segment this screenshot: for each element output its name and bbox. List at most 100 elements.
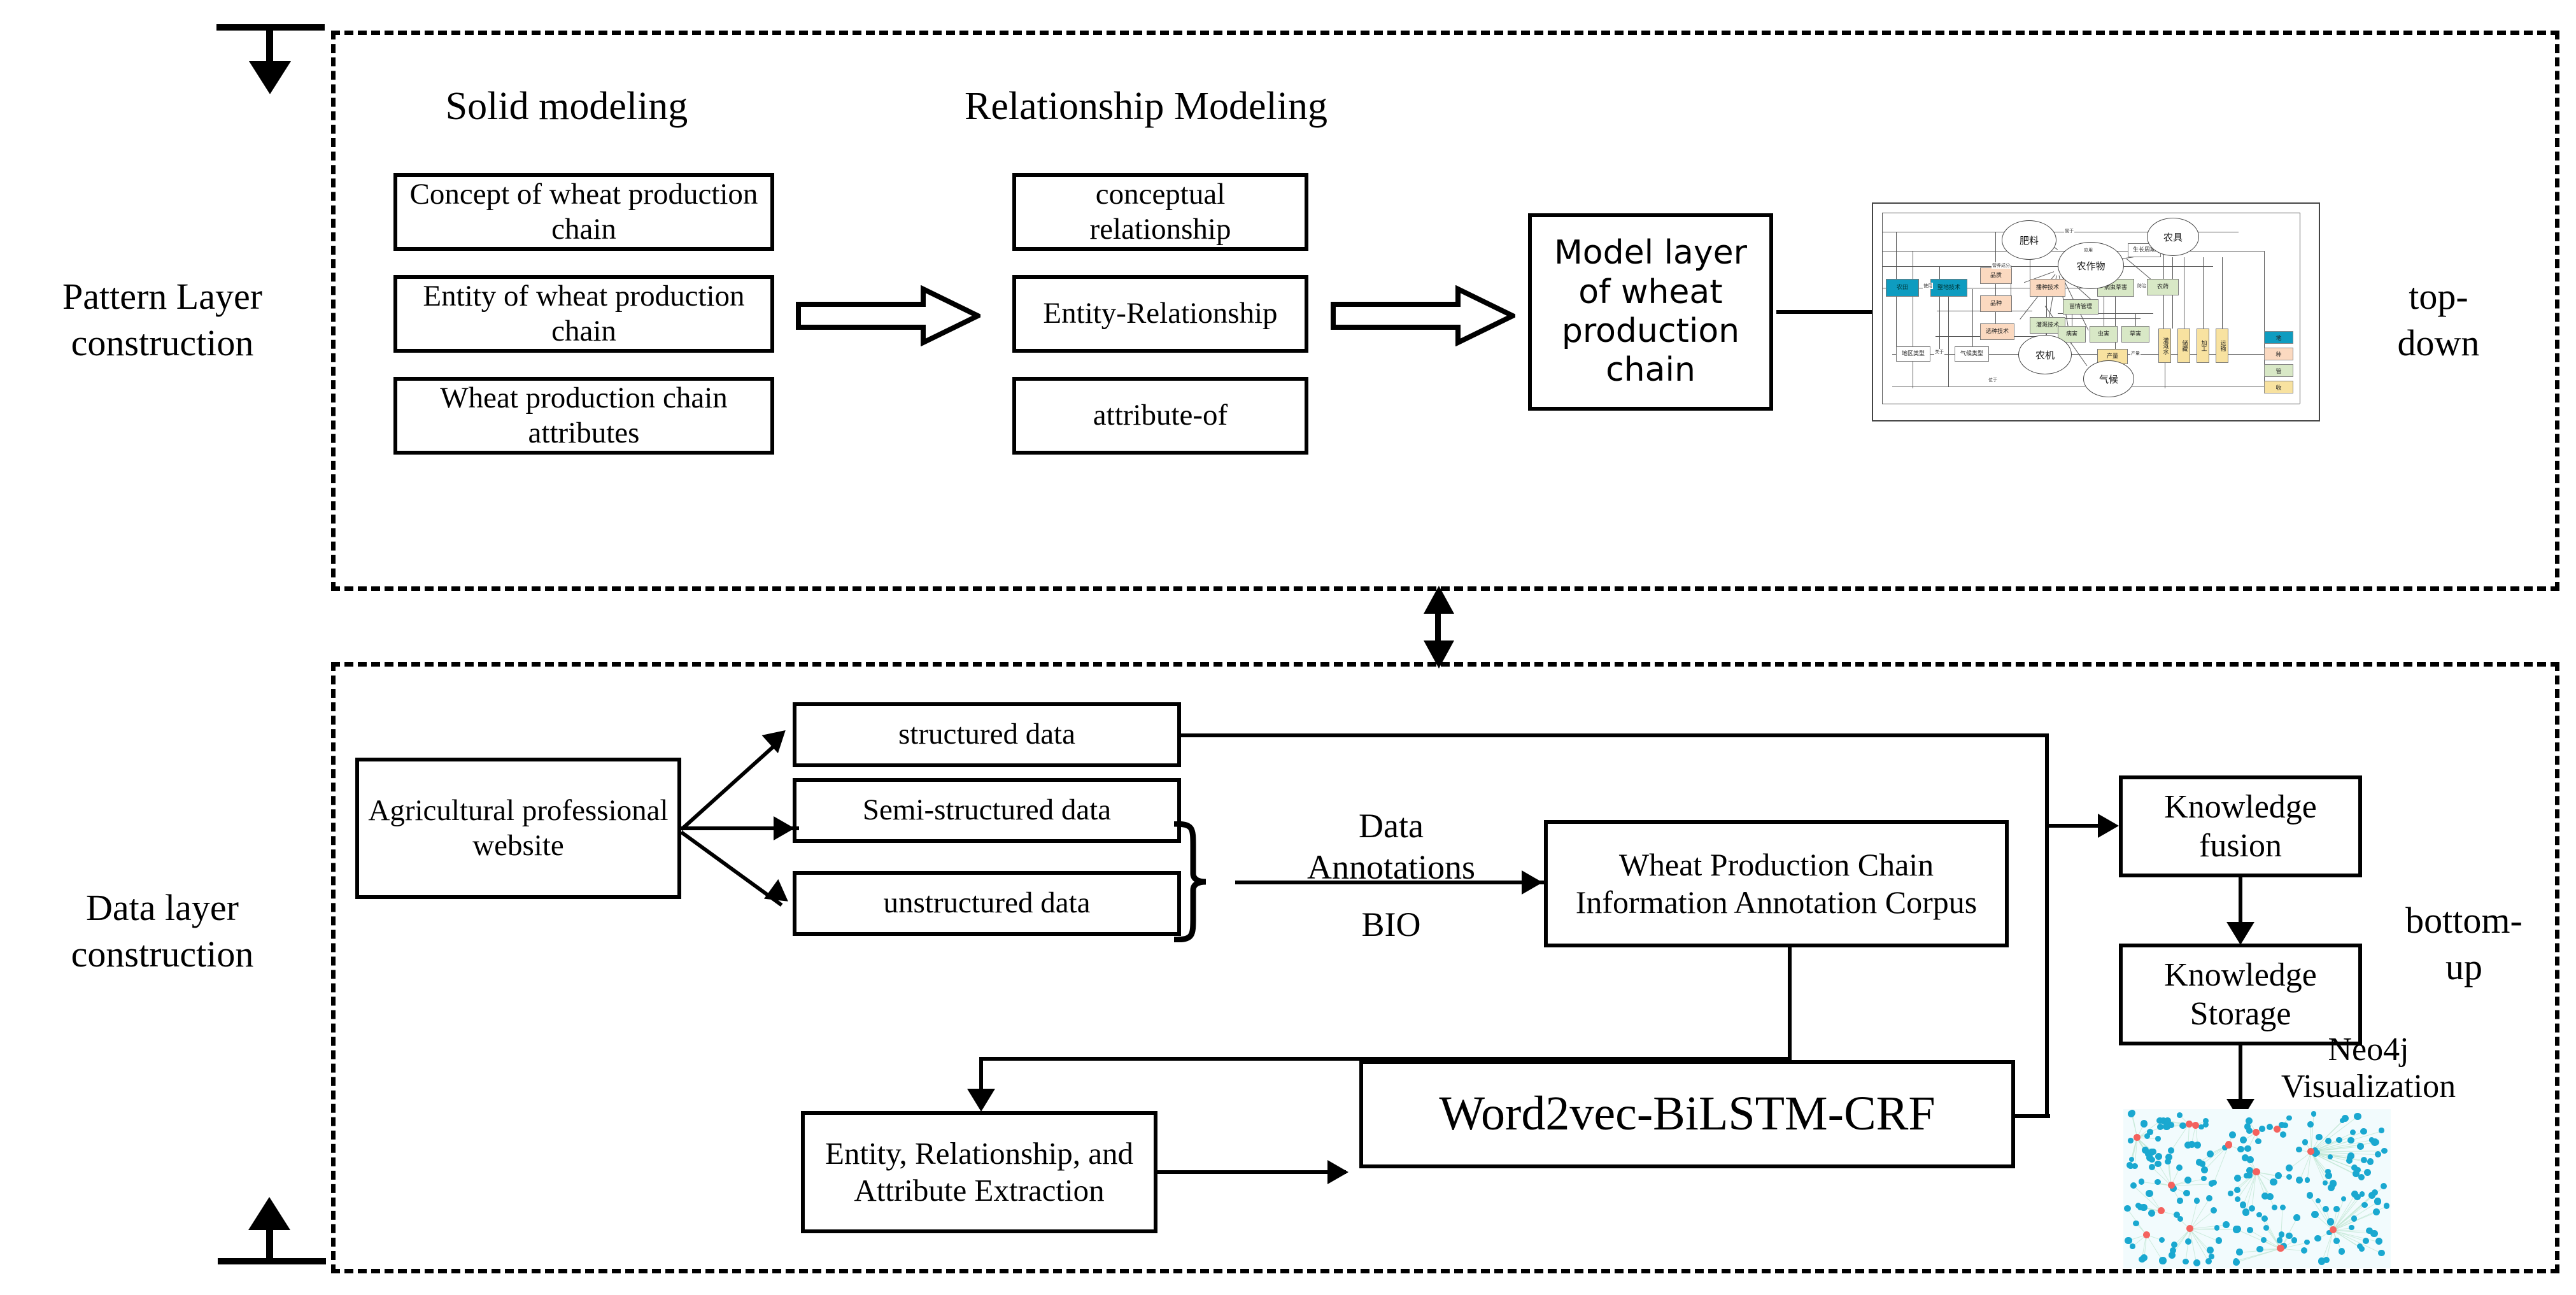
graph-node <box>2267 1192 2274 1200</box>
graph-node <box>2360 1157 2368 1164</box>
graph-node <box>2256 1245 2263 1253</box>
graph-node <box>2370 1229 2378 1238</box>
graph-node <box>2362 1238 2369 1244</box>
graph-node <box>2311 1210 2319 1219</box>
entity-box-concept[interactable]: Concept of wheat production chain <box>393 173 774 251</box>
graph-node <box>2311 1111 2317 1117</box>
schema-node-肥料: 肥料 <box>2002 220 2056 260</box>
model-box-word2vec-bilstm-crf[interactable]: Word2vec-BiLSTM-CRF <box>1359 1060 2015 1168</box>
schema-node-运输: 运输 <box>2216 329 2228 363</box>
schema-node-气候类型: 气候类型 <box>1955 346 1989 362</box>
knowledge-fusion-box[interactable]: Knowledge fusion <box>2119 775 2362 877</box>
graph-hub-node <box>2225 1141 2232 1149</box>
graph-node <box>2176 1164 2183 1171</box>
graph-node <box>2195 1159 2203 1166</box>
graph-node <box>2333 1205 2340 1212</box>
graph-node <box>2364 1169 2371 1177</box>
arrow-source-to-semi-head <box>774 816 795 840</box>
graph-node <box>2249 1205 2256 1212</box>
graph-node <box>2327 1154 2333 1160</box>
graph-node <box>2306 1192 2314 1199</box>
graph-node <box>2341 1115 2349 1122</box>
schema-edge-label: 属于 <box>2064 228 2074 234</box>
extraction-box[interactable]: Entity, Relationship, and Attribute Extr… <box>801 1111 1157 1233</box>
schema-node-农田: 农田 <box>1886 279 1919 297</box>
graph-node <box>2368 1191 2375 1199</box>
knowledge-storage-box[interactable]: Knowledge Storage <box>2119 944 2362 1045</box>
graph-node <box>2148 1156 2155 1163</box>
graph-node <box>2246 1117 2253 1125</box>
graph-node <box>2234 1186 2241 1194</box>
corpus-box[interactable]: Wheat Production Chain Information Annot… <box>1544 820 2009 947</box>
graph-node <box>2282 1122 2289 1129</box>
graph-node <box>2247 1156 2254 1163</box>
graph-node <box>2211 1179 2217 1186</box>
graph-node <box>2349 1224 2354 1231</box>
graph-node <box>2184 1177 2192 1184</box>
graph-node <box>2246 1172 2253 1178</box>
brace-semi-unstructured <box>1171 821 1242 943</box>
graph-node <box>2128 1156 2135 1163</box>
relationship-box-attribute-of[interactable]: attribute-of <box>1012 377 1308 455</box>
line-model-right <box>2013 1114 2050 1118</box>
arrow-annotation-head <box>1522 870 1543 895</box>
graph-node <box>2176 1112 2183 1118</box>
graph-node <box>2256 1212 2262 1218</box>
graph-node <box>2383 1203 2390 1209</box>
graph-node <box>2194 1141 2202 1149</box>
line-model-up-to-fusion <box>2045 824 2049 1117</box>
line-extraction-to-model <box>1155 1170 1346 1174</box>
graph-node <box>2278 1231 2285 1238</box>
arrow-source-to-semi-line <box>681 826 799 830</box>
graph-node <box>2200 1166 2208 1173</box>
entity-box-attributes[interactable]: Wheat production chain attributes <box>393 377 774 455</box>
graph-node <box>2146 1129 2153 1136</box>
data-type-box-structured[interactable]: structured data <box>793 702 1181 767</box>
graph-node <box>2371 1189 2379 1196</box>
schema-edge-label: 营养成分 <box>1992 262 2011 269</box>
relationship-box-conceptual[interactable]: conceptual relationship <box>1012 173 1308 251</box>
data-type-box-unstructured[interactable]: unstructured data <box>793 871 1181 936</box>
data-layer-panel <box>331 662 2559 1273</box>
graph-node <box>2367 1158 2374 1165</box>
graph-node <box>2202 1121 2209 1128</box>
graph-node <box>2358 1173 2365 1180</box>
data-type-box-semi-structured[interactable]: Semi-structured data <box>793 778 1181 843</box>
entity-box-entity[interactable]: Entity of wheat production chain <box>393 275 774 353</box>
graph-node <box>2366 1227 2373 1235</box>
graph-node <box>2155 1161 2162 1168</box>
schema-edge-label: 使用 <box>1923 283 1933 289</box>
graph-node <box>2267 1124 2274 1131</box>
schema-node-灌溉水: 灌溉水 <box>2158 329 2171 363</box>
schema-node-虫害: 虫害 <box>2090 326 2118 343</box>
relationship-box-entity-relationship[interactable]: Entity-Relationship <box>1012 275 1308 353</box>
graph-node <box>2130 1243 2136 1249</box>
graph-node <box>2300 1247 2307 1254</box>
solid-modeling-heading: Solid modeling <box>445 85 688 128</box>
graph-node <box>2234 1196 2240 1202</box>
model-layer-box[interactable]: Model layer of wheat production chain <box>1528 213 1773 411</box>
wheat-schema-thumbnail[interactable]: 农田 整地技术 品质 品种 选种技术 播种技术 灌溉技术 病虫草害 农药 苗情管… <box>1872 202 2320 421</box>
graph-node <box>2127 1162 2134 1169</box>
top-down-entry-marker <box>210 24 337 94</box>
graph-node <box>2370 1138 2379 1147</box>
source-box-agri-website[interactable]: Agricultural professional website <box>355 758 681 899</box>
graph-node <box>2158 1236 2165 1243</box>
graph-node <box>2239 1136 2247 1144</box>
graph-node <box>2357 1142 2365 1150</box>
graph-node <box>2148 1209 2155 1217</box>
graph-node <box>2124 1205 2131 1212</box>
graph-node <box>2304 1177 2311 1183</box>
graph-node <box>2296 1147 2302 1153</box>
graph-node <box>2277 1237 2283 1243</box>
graph-node <box>2259 1126 2265 1132</box>
graph-node <box>2296 1177 2304 1184</box>
schema-node-加工: 加工 <box>2197 329 2209 363</box>
graph-node <box>2261 1215 2268 1222</box>
graph-node <box>2135 1203 2141 1209</box>
graph-node <box>2378 1249 2385 1257</box>
graph-node <box>2221 1145 2228 1151</box>
neo4j-graph-thumbnail[interactable] <box>2123 1109 2391 1268</box>
graph-node <box>2167 1122 2174 1128</box>
schema-legend-swatch-收: 收 <box>2264 381 2293 393</box>
